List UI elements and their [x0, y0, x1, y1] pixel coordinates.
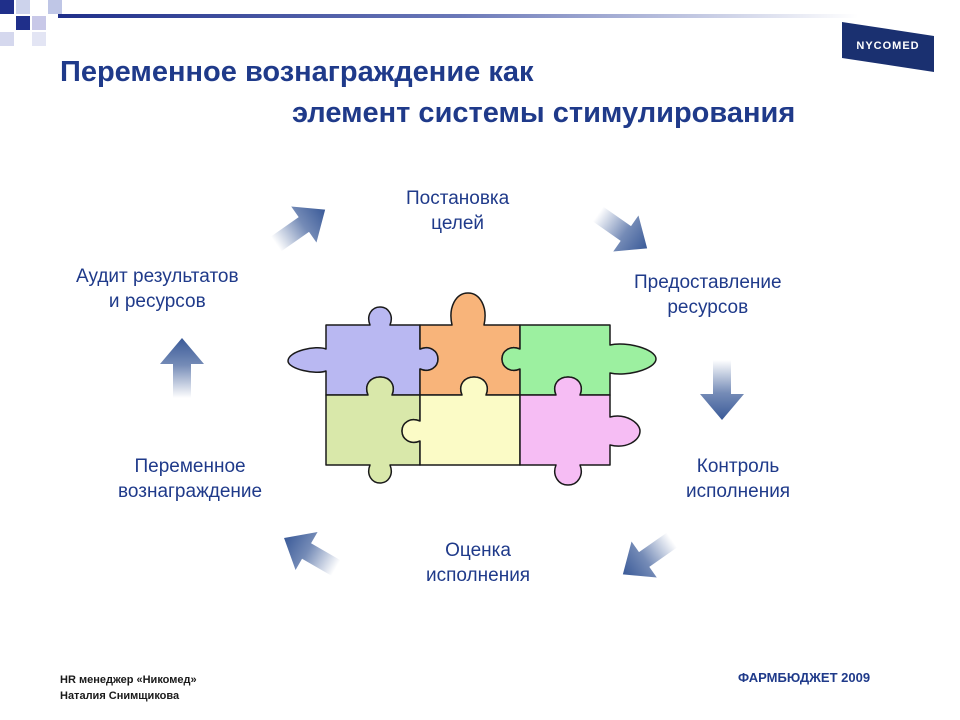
- step-variable-pay-line1: Переменное: [134, 456, 246, 477]
- step-variable-pay: Переменное вознаграждение: [118, 454, 262, 504]
- footer-event: ФАРМБЮДЖЕТ 2009: [738, 670, 871, 685]
- nycomed-logo-text: NYCOMED: [856, 40, 920, 52]
- footer-author-name: Наталия Снимщикова: [60, 690, 180, 702]
- step-evaluation: Оценка исполнения: [426, 538, 530, 588]
- step-audit-line2: и ресурсов: [108, 291, 206, 312]
- puzzle-piece-pink: [519, 376, 641, 486]
- step-audit-line1: Аудит результатов: [76, 266, 239, 287]
- step-resources-line2: ресурсов: [667, 297, 749, 318]
- arrow-resources-to-control: [700, 360, 744, 420]
- step-evaluation-line1: Оценка: [445, 540, 511, 561]
- arrow-goals-to-resources: [585, 195, 660, 267]
- step-goals-line1: Постановка: [406, 188, 510, 209]
- arrow-variable-pay-to-audit: [160, 338, 204, 398]
- arrow-audit-to-goals: [263, 191, 338, 263]
- footer-author: HR менеджер «Никомед» Наталия Снимщикова: [60, 672, 197, 704]
- step-variable-pay-line2: вознаграждение: [118, 481, 263, 502]
- footer-author-role: HR менеджер «Никомед»: [60, 674, 197, 686]
- arrow-control-to-evaluation: [610, 521, 685, 593]
- corner-decoration: [0, 0, 858, 46]
- puzzle-piece-violet: [287, 306, 439, 396]
- step-control-line2: исполнения: [686, 481, 791, 502]
- step-goals: Постановка целей: [406, 186, 509, 236]
- page-title-line2: элемент системы стимулирования: [292, 97, 796, 129]
- step-control-line1: Контроль: [696, 456, 780, 477]
- step-resources-line1: Предоставление: [634, 272, 782, 293]
- nycomed-logo: [842, 22, 934, 72]
- step-resources: Предоставление ресурсов: [634, 270, 782, 320]
- step-goals-line2: целей: [431, 213, 485, 234]
- puzzle-graphic: [287, 292, 657, 486]
- step-audit: Аудит результатов и ресурсов: [76, 264, 239, 314]
- step-evaluation-line2: исполнения: [426, 565, 531, 586]
- step-control: Контроль исполнения: [686, 454, 790, 504]
- page-title-line1: Переменное вознаграждение как: [60, 56, 534, 88]
- arrow-evaluation-to-variable-pay: [273, 518, 347, 588]
